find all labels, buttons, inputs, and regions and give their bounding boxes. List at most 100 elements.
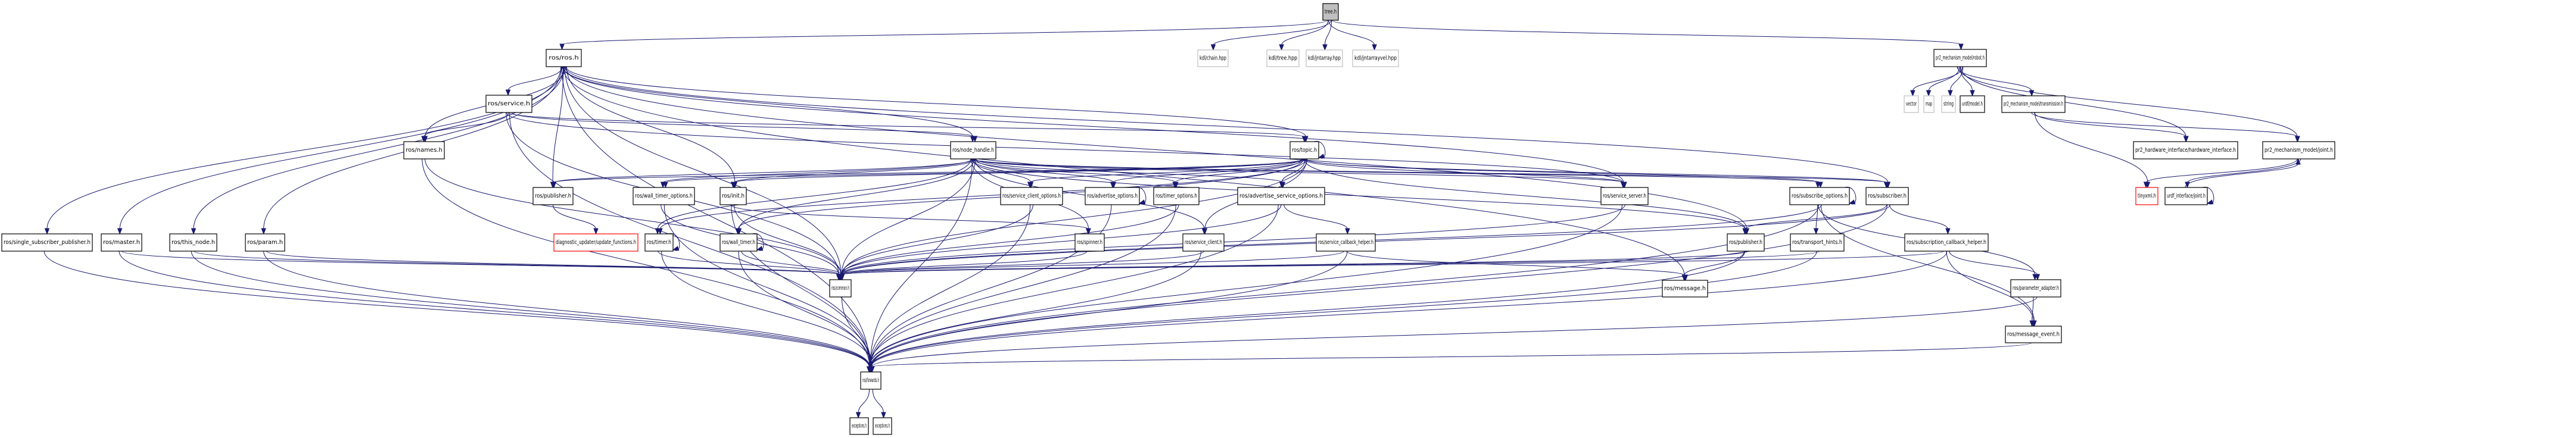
arrowhead-icon	[1301, 136, 1307, 143]
edge-service-to-topic	[509, 112, 1307, 143]
edge-line	[662, 158, 973, 183]
node-init[interactable]: ros/init.h	[719, 187, 747, 205]
node-service-client-options[interactable]: ros/service_client_options.h	[1000, 187, 1063, 205]
arrowhead-icon	[2295, 158, 2301, 165]
node-timer-options[interactable]: ros/timer_options.h	[1153, 187, 1200, 205]
edge-service_server-to-forwards	[867, 204, 1622, 373]
edge-line	[972, 158, 1177, 183]
edge-ros_ros-to-publisher_a	[550, 66, 564, 189]
node-box	[644, 233, 674, 252]
edge-line	[2034, 112, 2186, 137]
node-wall-timer-options[interactable]: ros/wall_timer_options.h	[633, 187, 695, 205]
node-message[interactable]: ros/message.h	[1662, 280, 1708, 298]
node-urdf-joint[interactable]: urdf_interface/joint.h	[2164, 187, 2208, 205]
node-string: string	[1941, 95, 1956, 113]
node-urdf-model[interactable]: urdf/model.h	[1960, 95, 1985, 113]
node-param[interactable]: ros/param.h	[245, 233, 285, 252]
arrowhead-icon	[658, 228, 663, 235]
node-forwards[interactable]: ros/forwards.h	[860, 371, 881, 390]
node-publisher-a[interactable]: ros/publisher.h	[532, 187, 574, 205]
node-publisher-b[interactable]: ros/publisher.h	[1727, 233, 1765, 252]
arrowhead-icon	[839, 274, 845, 281]
edge-timer-to-forwards	[661, 251, 875, 373]
node-timer[interactable]: ros/timer.h	[644, 233, 674, 252]
node-box	[485, 95, 532, 113]
edge-line	[1889, 204, 1948, 230]
edge-line	[565, 66, 1748, 230]
node-common[interactable]: ros/common.h	[829, 279, 852, 298]
edge-line	[971, 158, 1032, 183]
node-service[interactable]: ros/service.h	[485, 95, 532, 113]
node-hw-iface[interactable]: pr2_hardware_interface/hardware_interfac…	[2133, 141, 2238, 159]
edge-service_callback_helper-to-message	[1346, 251, 1689, 281]
node-master[interactable]: ros/master.h	[101, 233, 142, 252]
arrowhead-icon	[191, 228, 197, 235]
node-transport-hints[interactable]: ros/transport_hints.h	[1790, 233, 1845, 252]
arrowhead-icon	[1883, 182, 1889, 189]
node-this-node[interactable]: ros/this_node.h	[169, 233, 217, 252]
arrowhead-icon	[1621, 182, 1626, 189]
edge-sub_cb_helper-to-common	[836, 251, 1944, 281]
node-joint[interactable]: pr2_mechanism_model/joint.h	[2262, 141, 2335, 159]
edge-line	[43, 251, 870, 368]
edge-line	[507, 66, 563, 91]
edge-urdf_joint-to-joint	[2185, 158, 2301, 188]
node-single-sub-pub[interactable]: ros/single_subscriber_publisher.h	[1, 233, 93, 252]
node-robot[interactable]: pr2_mechanism_model/robot.h	[1933, 49, 1987, 67]
node-label: vector	[1906, 101, 1917, 108]
node-service-client[interactable]: ros/service_client.h	[1182, 233, 1225, 252]
edge-line	[1949, 251, 2038, 276]
node-box	[1904, 233, 1989, 252]
edge-node_handle-to-service_server	[973, 158, 1627, 189]
node-box	[1074, 233, 1105, 252]
node-ros-ros[interactable]: ros/ros.h	[546, 49, 582, 67]
node-sub-cb-helper[interactable]: ros/subscription_callback_helper.h	[1904, 233, 1989, 252]
node-exceptions-a[interactable]: exceptions.h	[849, 417, 869, 435]
edge-line	[840, 204, 1625, 276]
edge-line	[734, 204, 842, 276]
node-exceptions-b[interactable]: exceptions.h	[873, 417, 892, 435]
node-label: ros/advertise_options.h	[1087, 193, 1138, 199]
edge-line	[870, 251, 1948, 368]
edge-line	[870, 251, 1745, 368]
node-box	[719, 233, 758, 252]
edge-line	[1029, 158, 1302, 183]
arrowhead-icon	[869, 366, 874, 373]
node-topic[interactable]: ros/topic.h	[1289, 141, 1319, 159]
edge-node_handle-to-timer	[655, 158, 971, 235]
edge-param-to-forwards	[263, 251, 873, 373]
arrowhead-icon	[1818, 182, 1823, 189]
edge-line	[738, 251, 871, 368]
edge-line	[2031, 112, 2298, 137]
arrowhead-icon	[1970, 90, 1975, 97]
node-parameter-adapter[interactable]: ros/parameter_adapter.h	[2010, 279, 2061, 298]
node-transmission[interactable]: pr2_mechanism_model/transmission.h	[2001, 95, 2066, 113]
edge-line	[840, 251, 1204, 276]
node-spinner[interactable]: ros/spinner.h	[1074, 233, 1105, 252]
node-wall-timer[interactable]: ros/wall_timer.h	[719, 233, 758, 252]
node-label: ros/ros.h	[549, 55, 578, 61]
node-service-server[interactable]: ros/service_server.h	[1600, 187, 1649, 205]
node-subscribe-options[interactable]: ros/subscribe_options.h	[1789, 187, 1850, 205]
node-service-callback-helper[interactable]: ros/service_callback_helper.h	[1316, 233, 1376, 252]
node-node-handle[interactable]: ros/node_handle.h	[950, 141, 996, 159]
edge-ros_ros-to-service	[505, 66, 563, 96]
node-message-event[interactable]: ros/message_event.h	[2005, 326, 2062, 343]
node-advertise-options[interactable]: ros/advertise_options.h	[1085, 187, 1140, 205]
node-label: map	[1926, 101, 1932, 108]
edge-node_handle-to-wall_timer_options	[660, 158, 973, 189]
node-box	[403, 141, 445, 159]
node-box	[1197, 49, 1229, 67]
node-tinyxml[interactable]: tinyxml.h	[2135, 187, 2158, 205]
arrowhead-icon	[1910, 90, 1915, 97]
edge-ros_ros-to-publisher_b	[565, 66, 1750, 235]
node-diag-update[interactable]: diagnostic_updater/update_functions.h	[553, 233, 638, 252]
edge-line	[119, 66, 562, 230]
edge-advertise_options-to-advertise_options	[1134, 187, 1147, 205]
node-subscriber[interactable]: ros/subscriber.h	[1865, 187, 1909, 205]
node-advertise-service-options[interactable]: ros/advertise_service_options.h	[1237, 187, 1325, 205]
edge-line	[858, 389, 870, 414]
node-names[interactable]: ros/names.h	[403, 141, 445, 159]
